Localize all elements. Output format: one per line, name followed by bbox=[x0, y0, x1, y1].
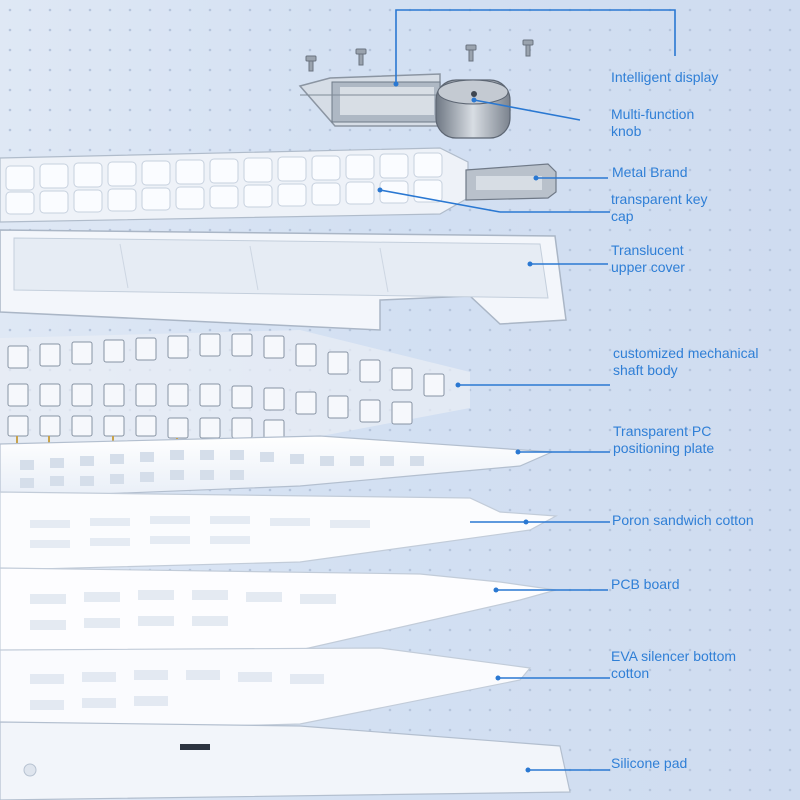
keycap-layer bbox=[0, 147, 469, 223]
label-knob-line1: Multi-function bbox=[611, 106, 695, 122]
upper-cover bbox=[0, 229, 567, 331]
label-poron: Poron sandwich cotton bbox=[612, 512, 754, 528]
leader-dots bbox=[377, 81, 539, 773]
pcb-board-layer bbox=[0, 567, 557, 661]
label-eva-line1: EVA silencer bottom bbox=[611, 648, 737, 664]
label-shaft-line1: customized mechanical bbox=[613, 345, 759, 361]
label-metal-brand: Metal Brand bbox=[612, 164, 688, 180]
label-upper-cover-line2: upper cover bbox=[611, 259, 685, 275]
leader-lines bbox=[379, 9, 676, 771]
label-pcb: PCB board bbox=[611, 576, 680, 592]
pc-plate bbox=[0, 435, 553, 499]
label-intelligent-display: Intelligent display bbox=[611, 69, 719, 85]
switch-layer bbox=[0, 330, 470, 448]
label-keycap-line2: cap bbox=[611, 208, 634, 224]
label-silicone: Silicone pad bbox=[611, 755, 688, 771]
label-shaft-line2: shaft body bbox=[613, 362, 678, 378]
multi-function-knob bbox=[435, 79, 511, 139]
label-keycap-line1: transparent key bbox=[611, 191, 708, 207]
metal-brand-plate bbox=[465, 163, 557, 201]
silicone-pad-layer bbox=[0, 721, 571, 800]
label-eva-line2: cotton bbox=[611, 665, 650, 681]
label-pc-plate-line1: Transparent PC bbox=[613, 423, 712, 439]
label-knob-line2: knob bbox=[611, 123, 642, 139]
label-upper-cover-line1: Translucent bbox=[611, 242, 684, 258]
label-pc-plate-line2: positioning plate bbox=[613, 440, 715, 456]
screws bbox=[305, 39, 534, 72]
display-module bbox=[298, 73, 441, 127]
eva-silencer-layer bbox=[0, 647, 532, 733]
